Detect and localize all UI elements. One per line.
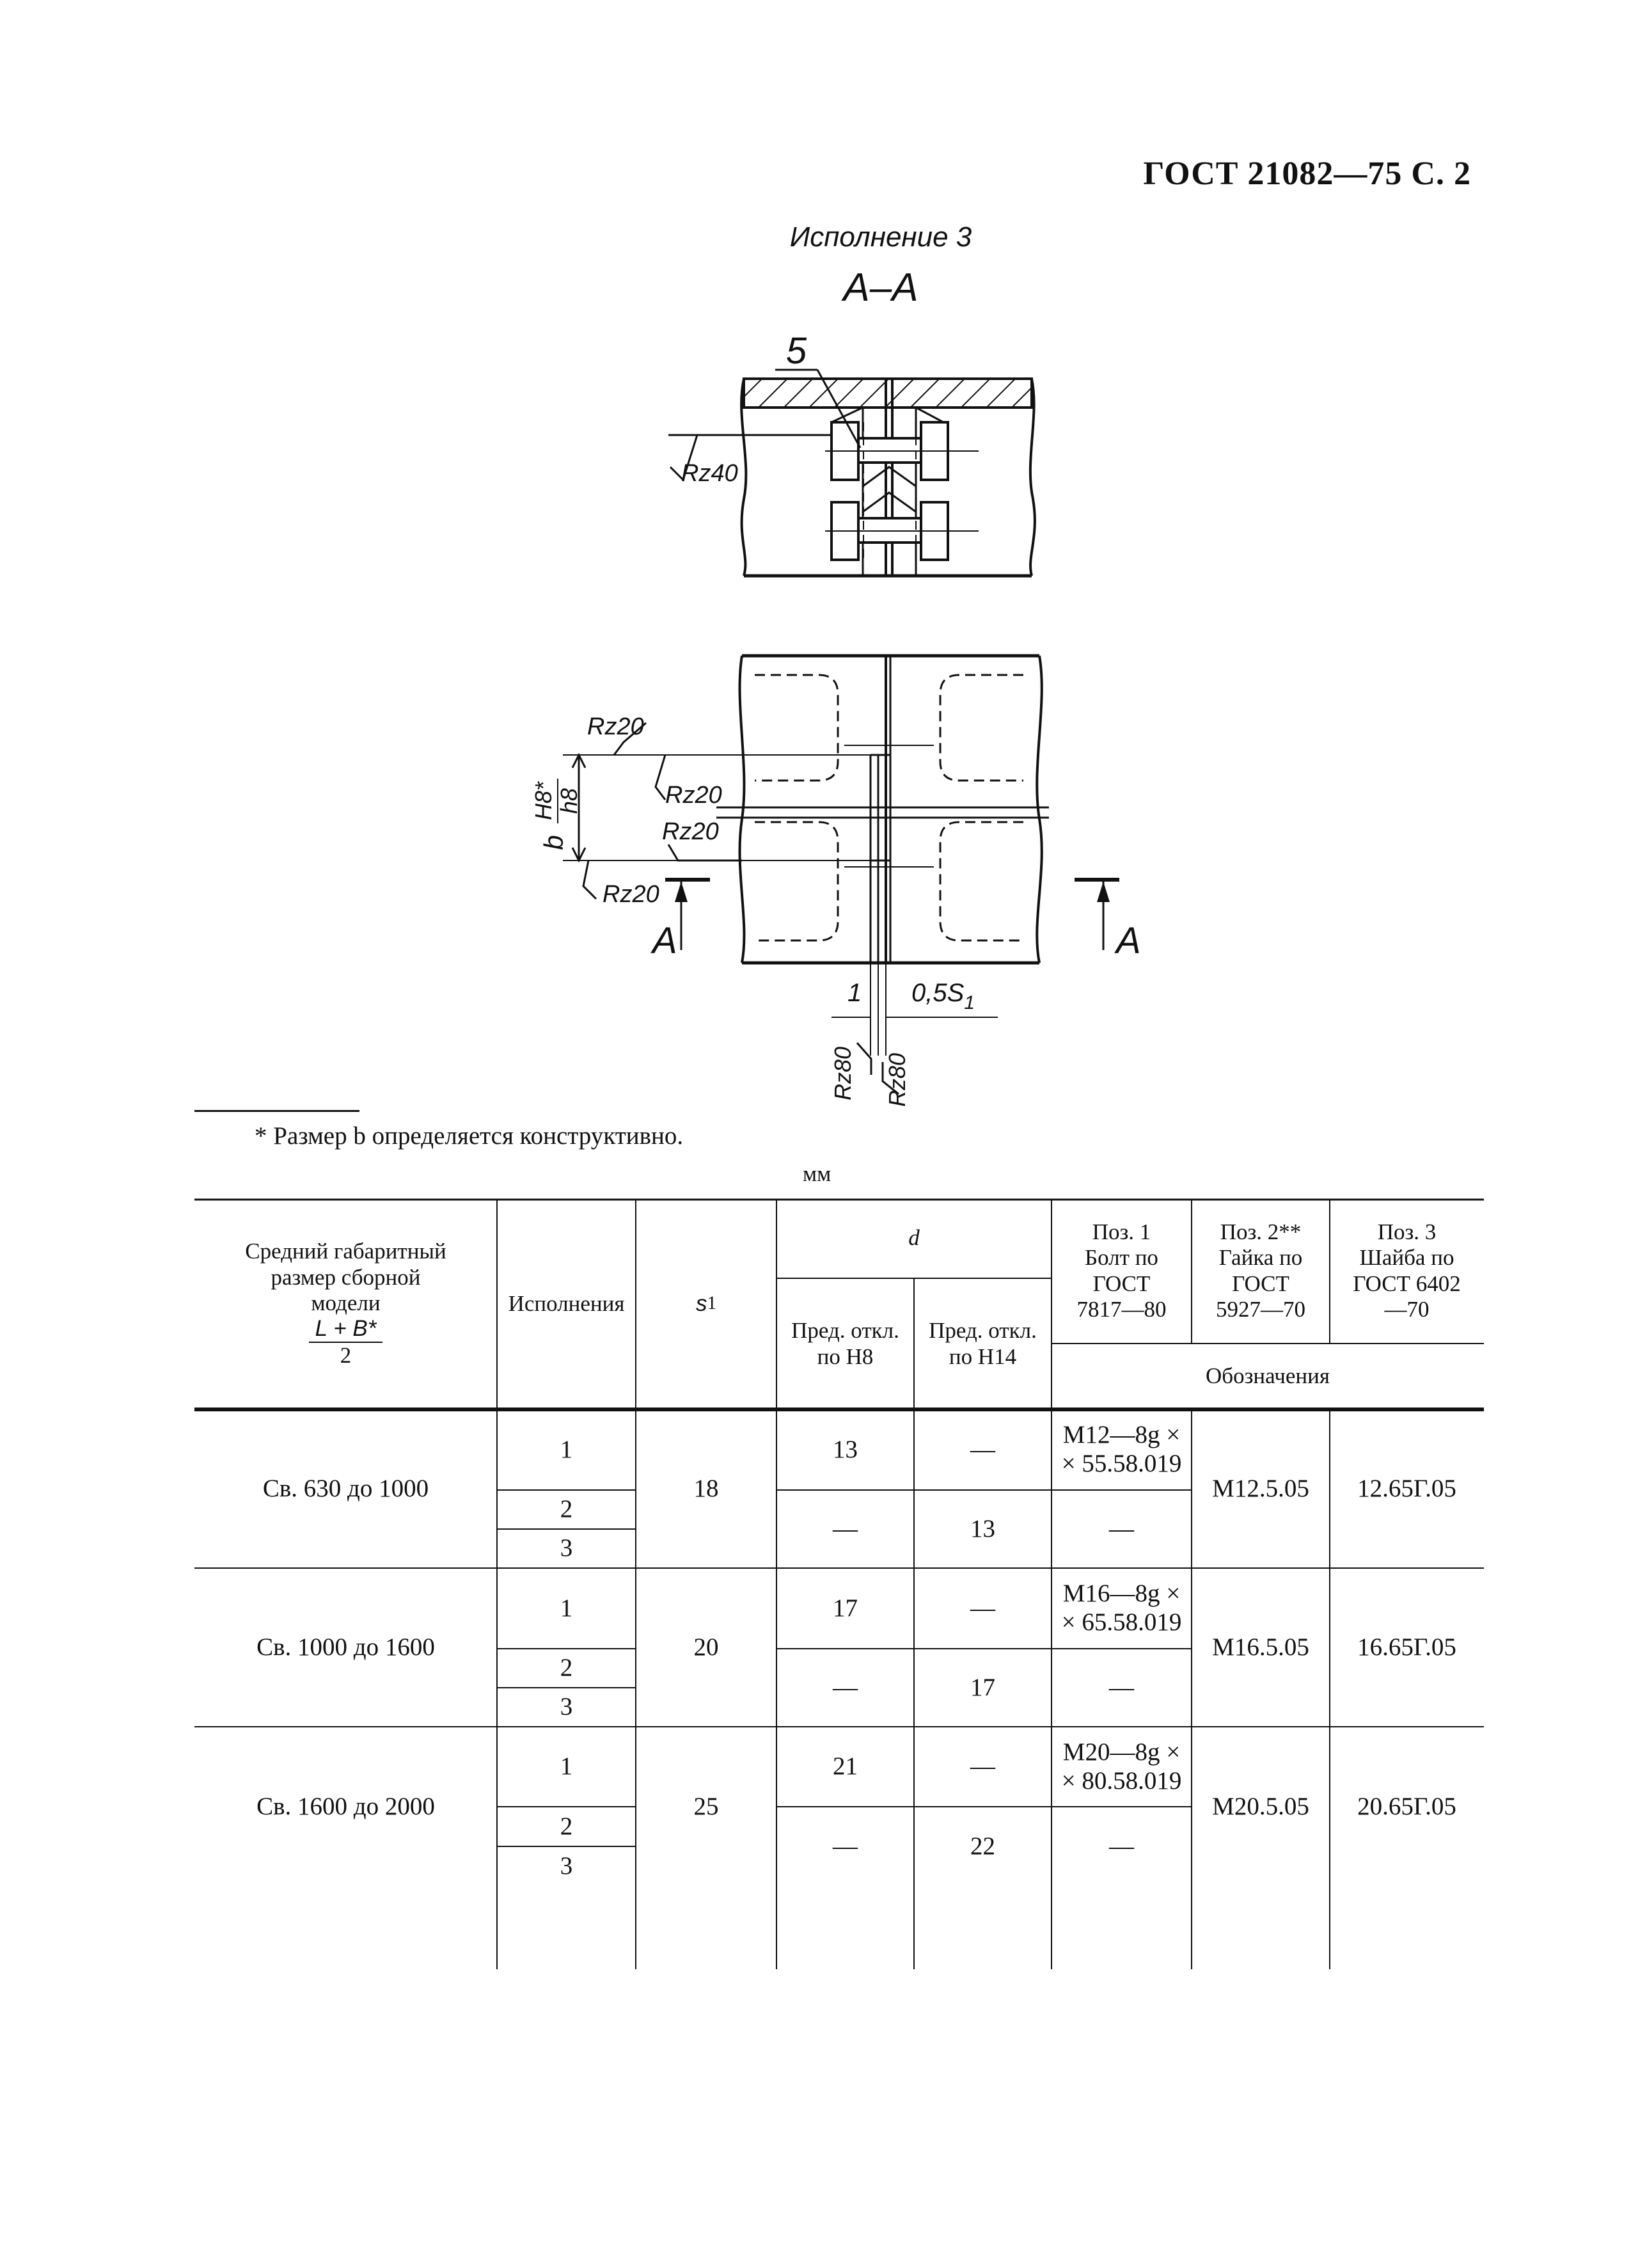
- group1-variant1: 1: [560, 1435, 573, 1463]
- group3-variant2: 2: [560, 1812, 573, 1840]
- group3-washer: 20.65Г.05: [1357, 1792, 1456, 1820]
- group2-h8-row23: —: [833, 1673, 858, 1701]
- roughness-rz20-1: Rz20: [587, 713, 644, 740]
- section-label: А–А: [840, 266, 918, 310]
- group1-nut: М12.5.05: [1212, 1474, 1309, 1502]
- header-designations: Обозначения: [1206, 1363, 1330, 1389]
- group2-bolt: М16—8g ×× 65.58.019: [1061, 1580, 1182, 1636]
- group3-variant1: 1: [560, 1752, 573, 1780]
- technical-drawing: Исполнение 3 А–А 5: [530, 221, 1141, 1107]
- group1-h8-row23: —: [833, 1514, 858, 1542]
- group1-bolt: М12—8g ×× 55.58.019: [1061, 1421, 1182, 1477]
- section-view: 5 Rz40: [668, 330, 1036, 578]
- group3-bolt-row23: —: [1109, 1832, 1134, 1860]
- dim-b-tol-upper: H8*: [530, 781, 556, 820]
- footnote-rule: [194, 1110, 359, 1112]
- header-d-h8: Пред. откл. по Н8: [791, 1318, 899, 1369]
- dim-right: 0,5S1: [911, 979, 975, 1013]
- section-marker-right: А: [1114, 920, 1141, 962]
- roughness-rz80-2: Rz80: [884, 1053, 910, 1107]
- header-size: Средний габаритный размер сборной модели…: [245, 1239, 446, 1368]
- group1-h14-row23: 13: [970, 1514, 995, 1542]
- units-label: мм: [803, 1161, 831, 1186]
- group2-s1: 20: [693, 1633, 719, 1661]
- group3-h8-row23: —: [833, 1832, 858, 1860]
- roughness-rz40: Rz40: [681, 460, 738, 487]
- dim-b-tol-lower: h8: [556, 788, 582, 814]
- spec-table: Средний габаритный размер сборной модели…: [194, 1198, 1484, 1969]
- group2-variant2: 2: [560, 1654, 573, 1682]
- group2-h14-row23: 17: [970, 1673, 995, 1701]
- group2-size: Св. 1000 до 1600: [256, 1633, 435, 1661]
- group2-nut: М16.5.05: [1212, 1633, 1309, 1661]
- group2-variant1: 1: [560, 1594, 573, 1622]
- group1-size: Св. 630 до 1000: [262, 1474, 429, 1502]
- footnote: * Размер b определяется конструктивно.: [255, 1122, 684, 1150]
- header-pos1: Поз. 1 Болт по ГОСТ 7817—80: [1076, 1219, 1167, 1322]
- header-d: d: [908, 1225, 920, 1251]
- plan-view: b H8* h8 Rz20 Rz20 Rz20 Rz20 А А 1 0,5S1: [530, 654, 1141, 1107]
- callout-number: 5: [786, 330, 807, 372]
- group1-variant2: 2: [560, 1495, 573, 1523]
- header-pos2: Поз. 2** Гайка по ГОСТ 5927—70: [1216, 1219, 1305, 1322]
- header-d-h14: Пред. откл. по Н14: [929, 1318, 1037, 1369]
- header-variants: Исполнения: [508, 1290, 625, 1316]
- group3-nut: М20.5.05: [1212, 1792, 1309, 1820]
- dim-b: b: [539, 835, 569, 850]
- table-grid: [194, 1198, 1484, 1969]
- header-pos3: Поз. 3 Шайба по ГОСТ 6402—70: [1353, 1219, 1461, 1322]
- group1-h8-row1: 13: [833, 1435, 858, 1463]
- group2-bolt-row23: —: [1109, 1673, 1134, 1701]
- roughness-rz20-3: Rz20: [662, 818, 719, 845]
- group3-h14-row1: —: [970, 1752, 995, 1780]
- section-marker-left: А: [650, 920, 677, 962]
- group1-washer: 12.65Г.05: [1357, 1474, 1456, 1502]
- group1-bolt-row23: —: [1109, 1514, 1134, 1542]
- group3-s1: 25: [693, 1792, 719, 1820]
- group2-h14-row1: —: [970, 1594, 995, 1622]
- group3-h8-row1: 21: [833, 1752, 858, 1780]
- group3-h14-row23: 22: [970, 1832, 995, 1860]
- roughness-rz20-2: Rz20: [665, 782, 722, 809]
- page-header: ГОСТ 21082—75 С. 2: [1143, 155, 1471, 192]
- group3-bolt: М20—8g ×× 80.58.019: [1061, 1738, 1182, 1795]
- roughness-rz80-1: Rz80: [830, 1047, 856, 1100]
- group2-h8-row1: 17: [833, 1594, 858, 1622]
- group1-h14-row1: —: [970, 1435, 995, 1463]
- group1-s1: 18: [693, 1474, 719, 1502]
- group2-variant3: 3: [560, 1693, 573, 1721]
- group2-washer: 16.65Г.05: [1357, 1633, 1456, 1661]
- roughness-rz20-4: Rz20: [603, 881, 659, 908]
- group3-size: Св. 1600 до 2000: [256, 1792, 435, 1820]
- group3-variant3: 3: [560, 1852, 573, 1880]
- group1-variant3: 3: [560, 1534, 573, 1562]
- dim-left: 1: [847, 979, 862, 1007]
- variant-title: Исполнение 3: [790, 221, 972, 253]
